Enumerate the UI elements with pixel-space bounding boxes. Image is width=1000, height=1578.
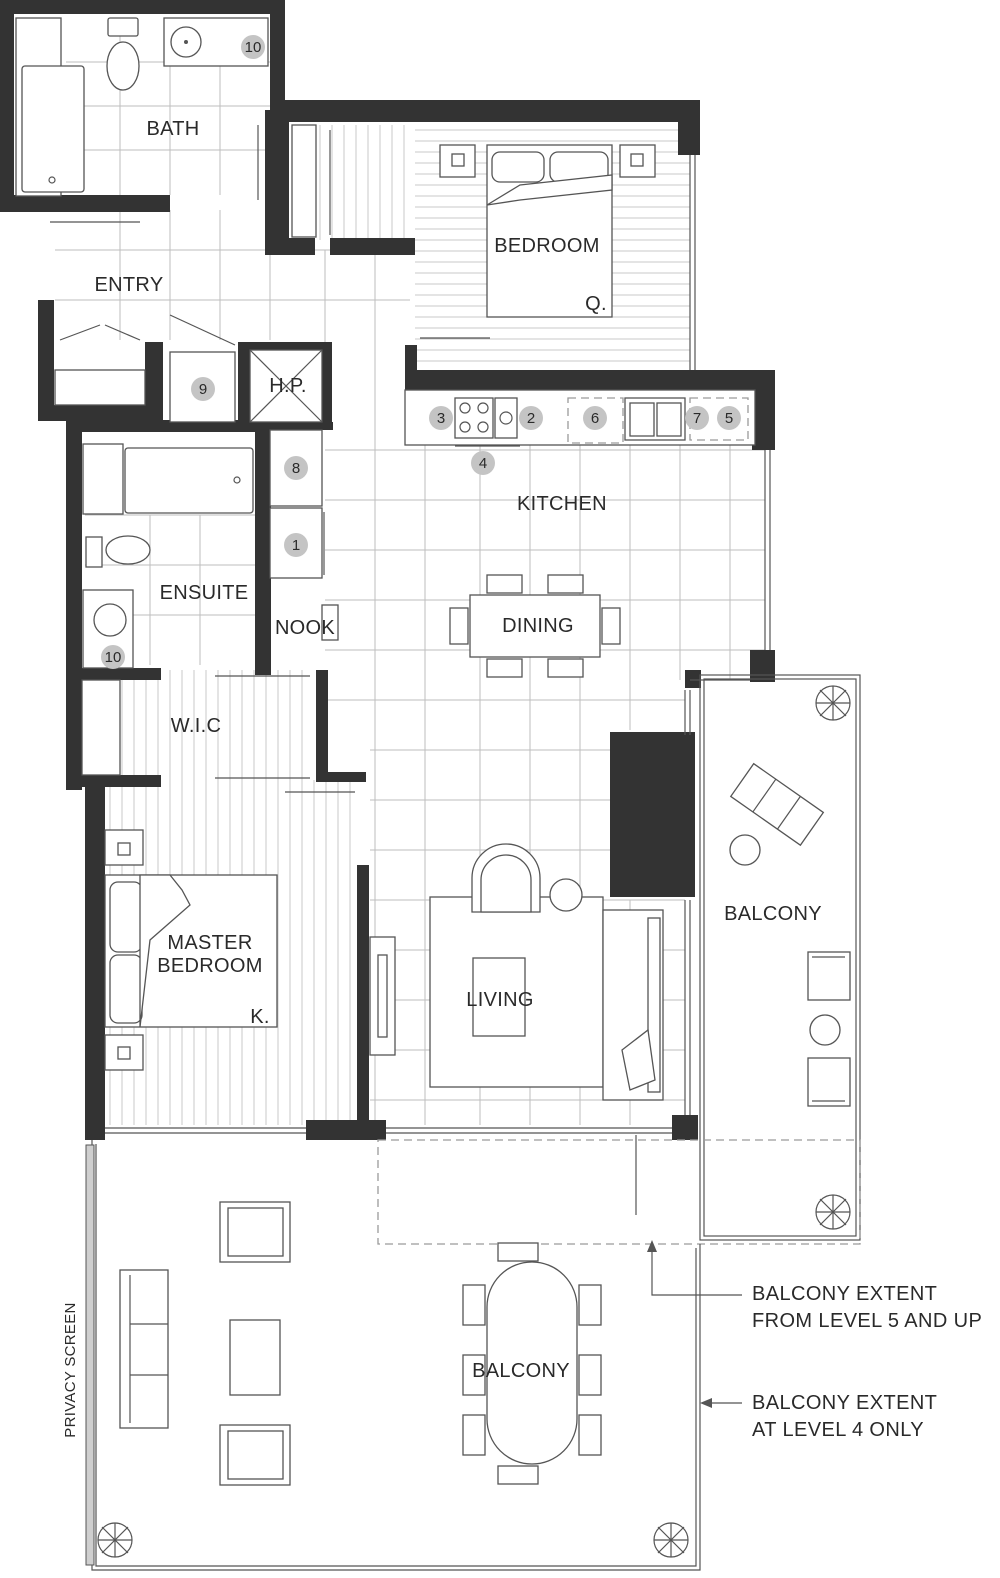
badge-text: 6 [591, 410, 599, 427]
badge-text: 10 [105, 649, 122, 666]
extent-upper-line2: FROM LEVEL 5 AND UP [752, 1310, 982, 1332]
balcony-extent-notes: BALCONY EXTENT FROM LEVEL 5 AND UP BALCO… [752, 1283, 982, 1441]
bath-label: BATH [146, 118, 199, 140]
living-label: LIVING [466, 989, 533, 1011]
bath-door-swing [50, 125, 259, 223]
bathtub [15, 17, 85, 197]
appliance-badge-1: 1 [284, 533, 308, 557]
room-labels: BATH BEDROOM Q. ENTRY H.P. KITCHEN ENSUI… [62, 118, 822, 1438]
nook-label: NOOK [275, 617, 335, 639]
appliance-badge-10-bath: 10 [241, 35, 265, 59]
badge-text: 10 [245, 39, 262, 56]
dining-table [449, 574, 621, 678]
badge-text: 5 [725, 410, 733, 427]
badge-text: 4 [479, 455, 487, 472]
badge-text: 7 [693, 410, 701, 427]
master-label-line1: MASTER [167, 932, 252, 954]
wic-label: W.I.C [171, 715, 221, 737]
balcony-upper-label: BALCONY [724, 903, 822, 925]
privacy-screen-label: PRIVACY SCREEN [62, 1302, 79, 1437]
appliance-badge-9: 9 [191, 377, 215, 401]
balcony-lower-label: BALCONY [472, 1360, 570, 1382]
toilet [106, 17, 140, 91]
bedroom-label: BEDROOM [494, 235, 599, 257]
bedroom-bed-size-label: Q. [585, 293, 607, 315]
laundry-closet [169, 314, 236, 423]
kitchen-label: KITCHEN [517, 493, 607, 515]
ensuite-fixtures [82, 443, 254, 669]
appliance-badge-8: 8 [284, 456, 308, 480]
extent-lower-line1: BALCONY EXTENT [752, 1392, 937, 1414]
ensuite-label: ENSUITE [160, 582, 249, 604]
appliance-badge-2: 2 [519, 406, 543, 430]
queen-bed [439, 144, 656, 318]
entry-closet [54, 324, 146, 406]
appliance-badge-6: 6 [583, 406, 607, 430]
appliance-badge-5: 5 [717, 406, 741, 430]
windows [105, 155, 771, 1134]
master-bed-size-label: K. [250, 1006, 270, 1028]
appliance-badge-4: 4 [471, 451, 495, 475]
heat-pump-closet [249, 349, 323, 423]
badge-text: 8 [292, 460, 300, 477]
lower-balcony [85, 1140, 701, 1571]
extent-lower-line2: AT LEVEL 4 ONLY [752, 1419, 924, 1441]
bedroom-closet [291, 124, 331, 238]
extent-upper-line1: BALCONY EXTENT [752, 1283, 937, 1305]
badge-text: 2 [527, 410, 535, 427]
king-bed [104, 829, 278, 1071]
appliance-badge-3: 3 [429, 406, 453, 430]
badge-text: 9 [199, 381, 207, 398]
walls [0, 0, 775, 1140]
dining-label: DINING [502, 615, 574, 637]
entry-label: ENTRY [95, 274, 164, 296]
living-furniture [369, 843, 664, 1101]
appliance-badge-10-ensuite: 10 [101, 645, 125, 669]
badge-text: 1 [292, 537, 300, 554]
hp-label: H.P. [269, 375, 307, 397]
master-label-line2: BEDROOM [157, 955, 262, 977]
upper-balcony [377, 674, 861, 1245]
walk-in-closet [81, 675, 355, 793]
badge-text: 3 [437, 410, 445, 427]
appliance-badge-7: 7 [685, 406, 709, 430]
extent-leaders [647, 1240, 742, 1408]
